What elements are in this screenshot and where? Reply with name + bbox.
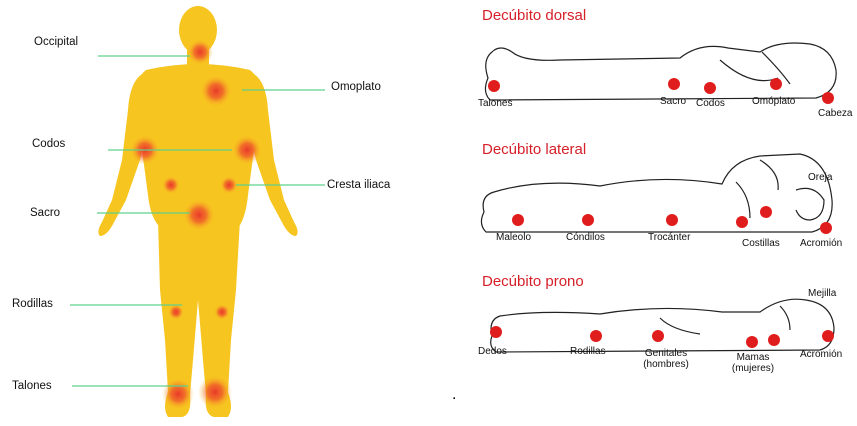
lateral-costillas: Costillas [742, 238, 780, 249]
prono-genitales-label: Genitales [638, 348, 694, 359]
point-rodilla-izq [168, 304, 184, 320]
left-diagram: Occipital Omoplato Codos Cresta iliaca S… [0, 0, 420, 421]
dorsal-codos: Codos [696, 98, 725, 109]
lateral-oreja: Oreja [808, 172, 832, 183]
trailing-period: . [452, 386, 456, 404]
point-talon-der [198, 375, 232, 409]
prono-genitales-note: (hombres) [638, 359, 694, 370]
prono-acromion: Acromión [800, 349, 842, 360]
prono-mejilla: Mejilla [808, 288, 836, 299]
prono-genitales: Genitales (hombres) [638, 348, 694, 370]
lateral-maleolo: Maleolo [496, 232, 531, 243]
dorsal-omoplato: Omóplato [752, 96, 795, 107]
point-occipital [187, 39, 213, 65]
title-decubito-prono: Decúbito prono [482, 273, 584, 290]
prono-mamas: Mamas (mujeres) [726, 352, 780, 374]
point-rodilla-der [214, 304, 230, 320]
dorsal-cabeza: Cabeza [818, 108, 852, 119]
label-talones: Talones [12, 380, 52, 392]
label-rodillas: Rodillas [12, 298, 53, 310]
point-codo-der [232, 135, 262, 165]
lateral-acromion: Acromión [800, 238, 842, 249]
dorsal-talones: Talones [478, 98, 512, 109]
dorsal-sacro: Sacro [660, 96, 686, 107]
body-silhouette [0, 0, 420, 421]
prono-dedos: Dedos [478, 346, 507, 357]
right-diagram: Decúbito dorsal Talones Sacro Codos Omóp… [460, 0, 857, 421]
prono-mamas-note: (mujeres) [726, 363, 780, 374]
prono-rodillas: Rodillas [570, 346, 606, 357]
point-omoplato [200, 75, 232, 107]
label-omoplato: Omoplato [331, 81, 381, 93]
lateral-condilos: Cóndilos [566, 232, 605, 243]
point-sacro [183, 199, 215, 231]
label-sacro: Sacro [30, 207, 60, 219]
label-codos: Codos [32, 138, 65, 150]
label-cresta-iliaca: Cresta iliaca [327, 179, 390, 191]
title-decubito-dorsal: Decúbito dorsal [482, 7, 586, 24]
point-cresta-der [220, 176, 238, 194]
lateral-trocanter: Trocánter [648, 232, 690, 243]
prono-mamas-label: Mamas [726, 352, 780, 363]
title-decubito-lateral: Decúbito lateral [482, 141, 586, 158]
point-talon-izq [162, 378, 194, 410]
label-occipital: Occipital [34, 36, 78, 48]
point-cresta-izq [162, 176, 180, 194]
